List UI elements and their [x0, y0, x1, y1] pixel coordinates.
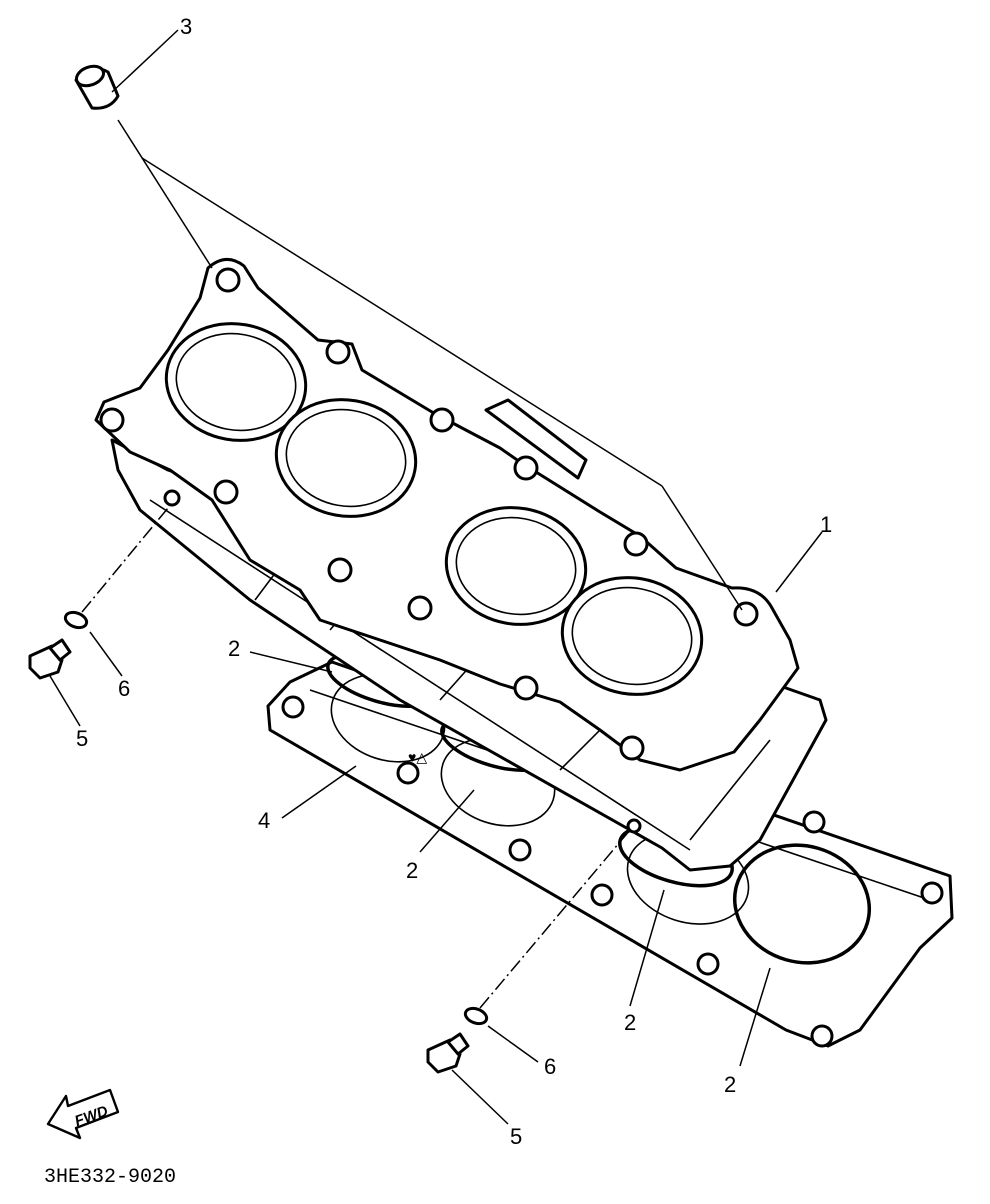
bolts [28, 638, 470, 1074]
svg-text:♥△: ♥△ [408, 749, 427, 765]
callout-6-left: 6 [118, 676, 130, 701]
leader-lines [49, 29, 823, 1125]
callout-labels: 3 1 2 6 5 4 2 2 6 2 5 [76, 14, 832, 1149]
callout-3: 3 [180, 14, 192, 39]
callout-2-right-a: 2 [624, 1010, 636, 1035]
forward-arrow-icon: FWD [46, 1088, 120, 1140]
dowel-pin [74, 64, 120, 110]
washers [63, 610, 489, 1026]
callout-2-left: 2 [228, 636, 240, 661]
callout-5-right: 5 [510, 1124, 522, 1149]
callout-5-left: 5 [76, 726, 88, 751]
diagram-code: 3HE332-9020 [44, 1166, 176, 1189]
callout-6-right: 6 [544, 1054, 556, 1079]
callout-2-right-b: 2 [724, 1072, 736, 1097]
callout-1: 1 [820, 512, 832, 537]
callout-4: 4 [258, 808, 270, 833]
callout-2-center: 2 [406, 858, 418, 883]
cylinder-block [94, 258, 828, 872]
